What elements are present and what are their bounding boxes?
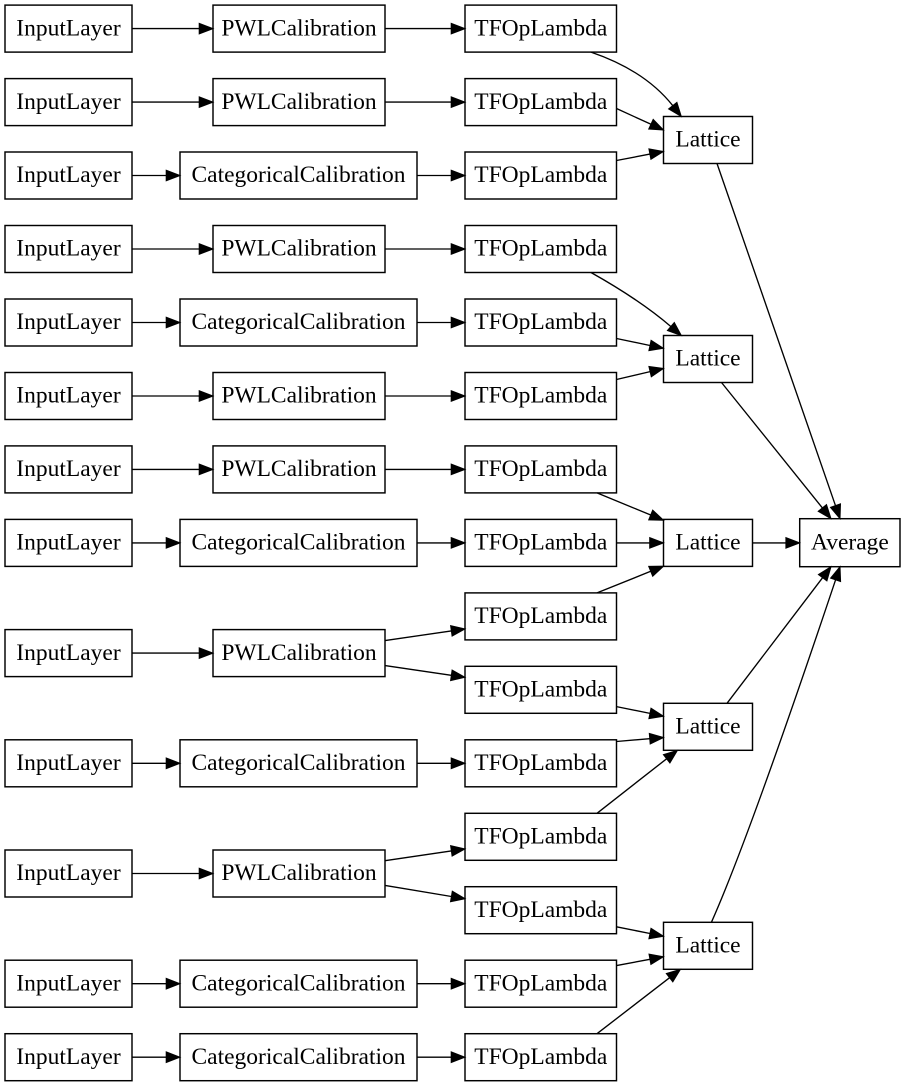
svg-text:TFOpLambda: TFOpLambda — [474, 897, 608, 923]
svg-text:InputLayer: InputLayer — [16, 970, 121, 996]
svg-text:PWLCalibration: PWLCalibration — [221, 383, 377, 409]
svg-text:Lattice: Lattice — [675, 933, 740, 959]
svg-text:TFOpLambda: TFOpLambda — [474, 824, 608, 850]
svg-text:TFOpLambda: TFOpLambda — [474, 603, 608, 629]
svg-text:PWLCalibration: PWLCalibration — [221, 860, 377, 886]
svg-text:TFOpLambda: TFOpLambda — [474, 15, 608, 41]
svg-text:PWLCalibration: PWLCalibration — [221, 15, 377, 41]
svg-text:TFOpLambda: TFOpLambda — [474, 236, 608, 262]
svg-text:InputLayer: InputLayer — [16, 15, 121, 41]
svg-text:CategoricalCalibration: CategoricalCalibration — [191, 530, 405, 556]
svg-text:Lattice: Lattice — [675, 127, 740, 153]
svg-text:TFOpLambda: TFOpLambda — [474, 677, 608, 703]
svg-text:InputLayer: InputLayer — [16, 1044, 121, 1070]
svg-text:InputLayer: InputLayer — [16, 456, 121, 482]
svg-text:Lattice: Lattice — [675, 530, 740, 556]
svg-text:InputLayer: InputLayer — [16, 750, 121, 776]
svg-text:CategoricalCalibration: CategoricalCalibration — [191, 162, 405, 188]
svg-text:CategoricalCalibration: CategoricalCalibration — [191, 750, 405, 776]
svg-text:TFOpLambda: TFOpLambda — [474, 383, 608, 409]
svg-text:TFOpLambda: TFOpLambda — [474, 970, 608, 996]
svg-text:InputLayer: InputLayer — [16, 162, 121, 188]
svg-text:CategoricalCalibration: CategoricalCalibration — [191, 970, 405, 996]
svg-text:TFOpLambda: TFOpLambda — [474, 530, 608, 556]
svg-text:TFOpLambda: TFOpLambda — [474, 309, 608, 335]
svg-text:InputLayer: InputLayer — [16, 383, 121, 409]
svg-text:Average: Average — [811, 529, 889, 555]
svg-text:InputLayer: InputLayer — [16, 89, 121, 115]
svg-text:CategoricalCalibration: CategoricalCalibration — [191, 1044, 405, 1070]
svg-text:PWLCalibration: PWLCalibration — [221, 236, 377, 262]
svg-text:CategoricalCalibration: CategoricalCalibration — [191, 309, 405, 335]
svg-text:TFOpLambda: TFOpLambda — [474, 162, 608, 188]
svg-text:PWLCalibration: PWLCalibration — [221, 640, 377, 666]
svg-text:InputLayer: InputLayer — [16, 309, 121, 335]
svg-text:InputLayer: InputLayer — [16, 530, 121, 556]
svg-text:Lattice: Lattice — [675, 346, 740, 372]
svg-text:Lattice: Lattice — [675, 714, 740, 740]
svg-text:InputLayer: InputLayer — [16, 860, 121, 886]
svg-text:InputLayer: InputLayer — [16, 236, 121, 262]
svg-text:PWLCalibration: PWLCalibration — [221, 456, 377, 482]
svg-text:TFOpLambda: TFOpLambda — [474, 89, 608, 115]
svg-text:TFOpLambda: TFOpLambda — [474, 1044, 608, 1070]
svg-text:PWLCalibration: PWLCalibration — [221, 89, 377, 115]
svg-text:TFOpLambda: TFOpLambda — [474, 750, 608, 776]
svg-text:TFOpLambda: TFOpLambda — [474, 456, 608, 482]
svg-text:InputLayer: InputLayer — [16, 640, 121, 666]
